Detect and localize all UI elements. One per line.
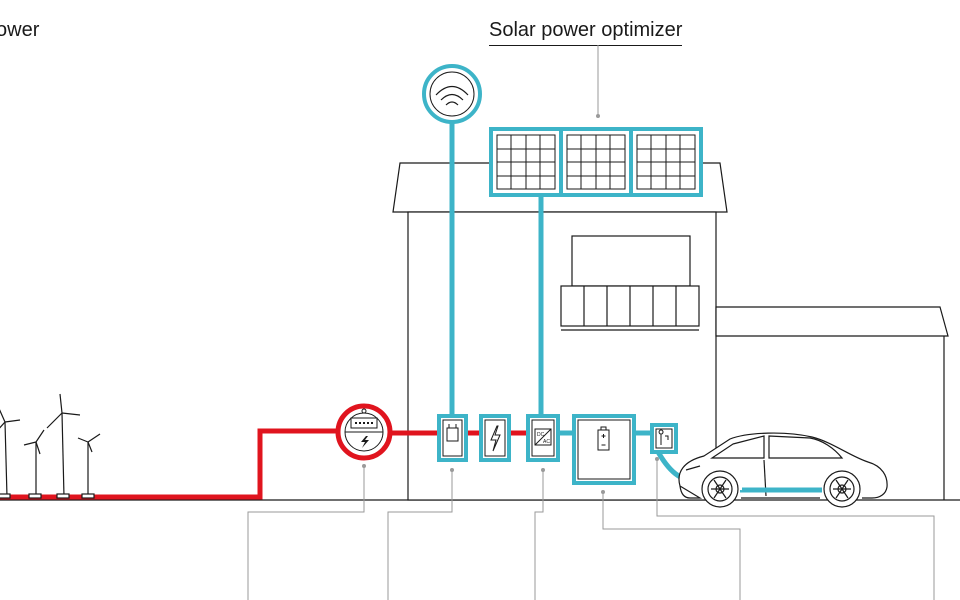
svg-text:DC: DC <box>537 432 545 438</box>
svg-text:AC: AC <box>543 439 550 445</box>
wind-turbine-icon <box>0 393 101 499</box>
bottom-leaders <box>247 459 935 600</box>
wifi-icon <box>422 64 482 124</box>
electric-car-icon <box>678 432 888 508</box>
ev-charger-icon <box>650 423 678 454</box>
garage-roof <box>715 306 949 337</box>
solar-label-dot <box>596 114 600 118</box>
lightning-icon <box>479 414 511 462</box>
solar-panel-icon <box>489 127 703 197</box>
solar-optimizer-label: Solar power optimizer <box>489 19 683 46</box>
battery-icon <box>572 414 636 485</box>
power-label: ower <box>0 19 40 41</box>
leader-dots <box>362 457 659 494</box>
smart-meter-icon <box>335 403 393 461</box>
dc-ac-inverter-icon: DC AC <box>526 414 560 462</box>
grid-wiring <box>0 428 526 500</box>
power-optimizer-icon <box>437 414 468 462</box>
